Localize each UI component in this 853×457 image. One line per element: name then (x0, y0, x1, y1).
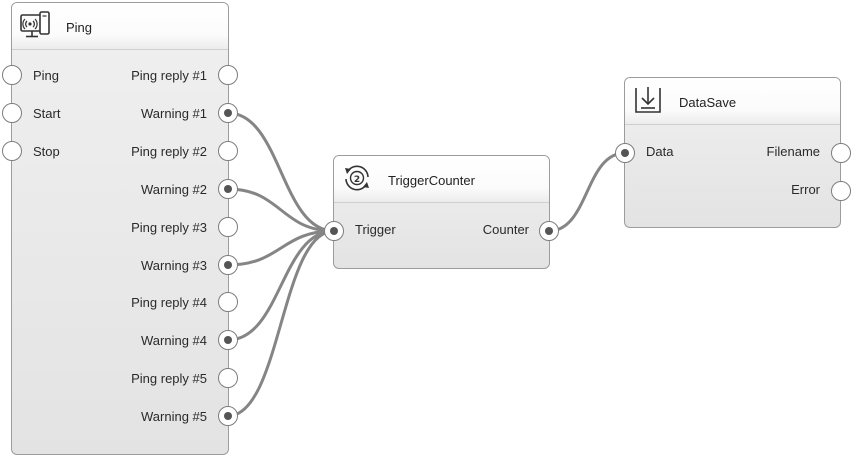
connection-wire-3[interactable] (226, 229, 336, 267)
trigger-counter-output-port-counter[interactable] (539, 221, 559, 241)
ping-output-label-warning-2: Warning #2 (141, 182, 207, 197)
trigger-counter-input-port-trigger[interactable] (324, 221, 344, 241)
ping-output-port-ping-reply-1[interactable] (218, 65, 238, 85)
ping-output-label-ping-reply-4: Ping reply #4 (131, 295, 207, 310)
ping-output-port-ping-reply-3[interactable] (218, 217, 238, 237)
data-save-node[interactable]: DataSave Data Filename Error (624, 77, 841, 228)
connection-wire-2[interactable] (226, 187, 336, 233)
data-save-output-label-filename: Filename (766, 144, 820, 159)
trigger-counter-input-label-trigger: Trigger (355, 222, 396, 237)
ping-output-label-warning-4: Warning #4 (141, 333, 207, 348)
connection-wire-1[interactable] (226, 111, 336, 233)
ping-input-port-start[interactable] (2, 103, 22, 123)
ping-node-header[interactable]: Ping (12, 3, 228, 50)
trigger-counter-output-label-counter: Counter (482, 222, 529, 237)
ping-node-title: Ping (66, 20, 93, 35)
ping-output-port-ping-reply-5[interactable] (218, 368, 238, 388)
ping-output-label-ping-reply-2: Ping reply #2 (131, 144, 207, 159)
ping-input-label-ping: Ping (33, 68, 60, 83)
ping-node[interactable]: Ping Ping Start Stop Ping reply #1 Warni… (11, 2, 229, 455)
network-device-icon (18, 8, 52, 42)
ping-input-label-stop: Stop (33, 144, 60, 159)
ping-output-label-ping-reply-1: Ping reply #1 (131, 68, 207, 83)
ping-output-port-warning-5[interactable] (218, 406, 238, 426)
ping-output-label-ping-reply-5: Ping reply #5 (131, 371, 207, 386)
trigger-counter-node-title: TriggerCounter (388, 173, 475, 188)
counter-cycle-icon: 2 (340, 161, 374, 195)
ping-output-port-ping-reply-2[interactable] (218, 141, 238, 161)
ping-output-label-warning-5: Warning #5 (141, 409, 207, 424)
ping-output-label-ping-reply-3: Ping reply #3 (131, 220, 207, 235)
data-save-input-label-data: Data (646, 144, 674, 159)
download-save-icon (631, 83, 665, 117)
trigger-counter-node-header[interactable]: 2 TriggerCounter (334, 156, 549, 203)
data-save-output-port-filename[interactable] (831, 143, 851, 163)
connection-wire-4[interactable] (226, 229, 336, 342)
ping-input-port-stop[interactable] (2, 141, 22, 161)
connection-wire-6[interactable] (547, 151, 627, 233)
ping-output-port-warning-1[interactable] (218, 103, 238, 123)
trigger-counter-node[interactable]: 2 TriggerCounter Trigger Counter (333, 155, 550, 269)
data-save-output-port-error[interactable] (831, 181, 851, 201)
ping-output-port-warning-3[interactable] (218, 255, 238, 275)
ping-output-port-ping-reply-4[interactable] (218, 292, 238, 312)
svg-text:2: 2 (354, 175, 360, 185)
ping-output-label-warning-1: Warning #1 (141, 106, 207, 121)
connection-wire-5[interactable] (226, 229, 336, 418)
data-save-node-title: DataSave (679, 95, 737, 110)
ping-input-label-start: Start (33, 106, 61, 121)
ping-output-port-warning-4[interactable] (218, 330, 238, 350)
ping-input-port-ping[interactable] (2, 65, 22, 85)
data-save-input-port-data[interactable] (615, 143, 635, 163)
ping-output-label-warning-3: Warning #3 (141, 258, 207, 273)
ping-output-port-warning-2[interactable] (218, 179, 238, 199)
data-save-node-header[interactable]: DataSave (625, 78, 840, 125)
data-save-output-label-error: Error (791, 182, 820, 197)
